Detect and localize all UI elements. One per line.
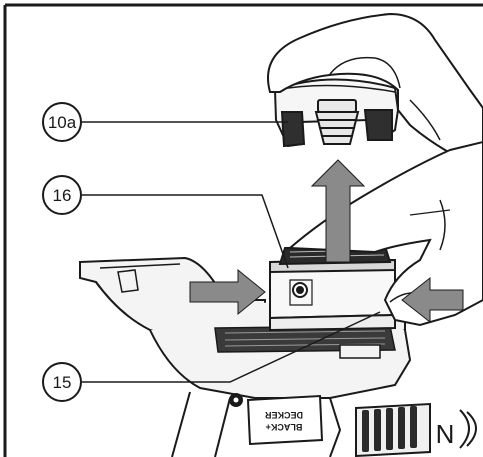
knob-label: N bbox=[436, 419, 455, 449]
callout-10a: 10a bbox=[42, 102, 82, 142]
callout-15-label: 15 bbox=[53, 373, 72, 392]
spring bbox=[314, 99, 360, 145]
frame-border bbox=[3, 3, 483, 457]
left-arrow-icon bbox=[401, 276, 464, 324]
callout-16: 16 bbox=[42, 175, 82, 215]
callout-16-label: 16 bbox=[53, 186, 72, 205]
housing-base bbox=[214, 325, 396, 359]
upper-hand bbox=[267, 12, 483, 172]
brand-badge: BLACK+ DECKER bbox=[229, 393, 324, 446]
adjust-knob: N bbox=[355, 402, 477, 457]
leader-lines bbox=[82, 121, 381, 383]
callout-15: 15 bbox=[42, 362, 82, 402]
up-arrow-icon bbox=[310, 159, 366, 263]
right-arrow-icon bbox=[189, 268, 266, 316]
brand-line-2: DECKER bbox=[265, 410, 304, 420]
guard-detail bbox=[99, 263, 181, 293]
brand-line-1: BLACK+ bbox=[266, 422, 303, 432]
callout-10a-label: 10a bbox=[48, 113, 77, 132]
